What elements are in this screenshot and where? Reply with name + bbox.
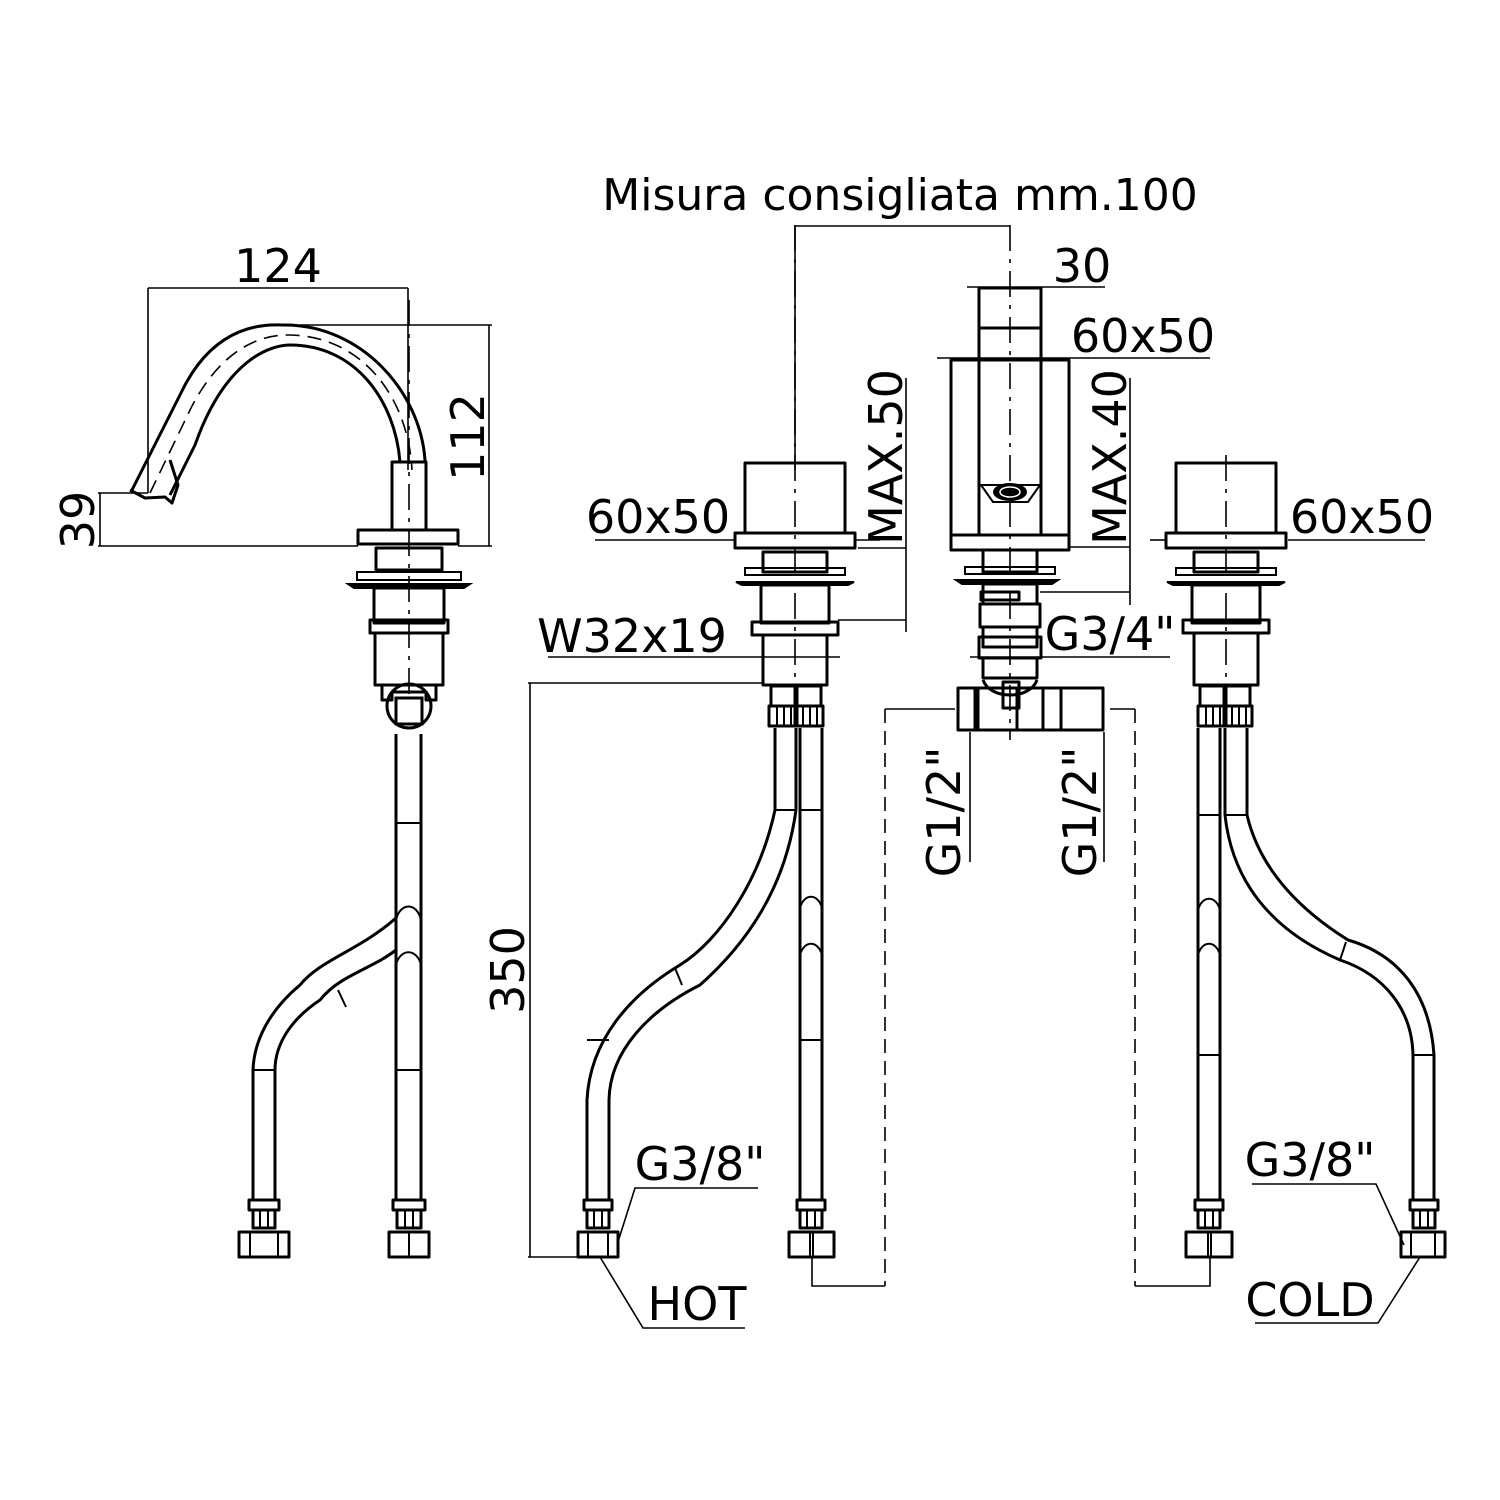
hot-hose-end-curved — [576, 1198, 620, 1259]
dim-line-recommended-spacing — [794, 225, 1010, 470]
hot-hose-thread: G3/8" — [635, 1137, 766, 1191]
hot-valve-view: 60x50 MAX.50 W32x19 350 G3/8" HOT — [481, 225, 913, 1331]
spout-hose-curved-inner — [273, 948, 397, 1200]
cold-hose-end-curved — [1399, 1198, 1447, 1259]
center-spout-width: 30 — [1053, 239, 1112, 293]
center-inlet-thread-right: G1/2" — [1053, 747, 1107, 878]
hot-hose-curved-outer — [585, 809, 777, 1200]
spout-hose-end-right — [387, 1198, 431, 1259]
hot-hose-straight — [798, 728, 824, 1200]
center-spout-view: 30 60x50 MAX.40 G3/4" G1/2" G1/2" — [794, 225, 1215, 1287]
hot-hose-curved-inner — [607, 809, 798, 1200]
center-base-size: 60x50 — [1071, 309, 1215, 363]
spout-tube-inner — [168, 343, 402, 496]
spout-hose-curved-outer — [251, 916, 397, 1200]
spout-hose-straight — [394, 734, 423, 1200]
dim-spout-height: 112 — [441, 393, 495, 481]
cold-handle-size: 60x50 — [1290, 490, 1434, 544]
center-inlet-thread-left: G1/2" — [917, 747, 971, 878]
spout-hose-connector — [394, 696, 424, 726]
spout-aerator-tip — [129, 459, 180, 505]
hot-hose-end-straight — [787, 1198, 836, 1259]
hot-nut-size: W32x19 — [537, 609, 727, 663]
cold-valve-view: 60x50 G3/8" COLD — [1150, 455, 1447, 1327]
hot-hose-length: 350 — [481, 926, 535, 1014]
recommended-spacing-title: Misura consigliata mm.100 — [602, 170, 1197, 221]
hot-side-label: HOT — [648, 1277, 748, 1331]
cold-side-label: COLD — [1245, 1273, 1374, 1327]
spout-base-plate — [356, 528, 460, 546]
cold-hose-curved-inner — [1245, 728, 1436, 1200]
spout-side-view: 124 112 39 — [51, 239, 495, 1259]
hot-max-thickness: MAX.50 — [859, 369, 913, 545]
spout-tube-axis — [149, 334, 413, 494]
cold-hose-curved-outer — [1223, 728, 1415, 1200]
spout-tube-outer — [130, 323, 427, 491]
cold-hose-end-straight — [1184, 1198, 1234, 1259]
dim-spout-reach: 124 — [234, 239, 322, 293]
center-max-thickness: MAX.40 — [1083, 369, 1137, 545]
center-t-fitting — [956, 679, 1105, 732]
hot-handle-size: 60x50 — [586, 490, 730, 544]
cold-hose-straight — [1196, 728, 1222, 1200]
center-body-thread: G3/4" — [1045, 607, 1176, 661]
cold-hose-thread: G3/8" — [1245, 1133, 1376, 1187]
spout-hose-end-left — [237, 1198, 291, 1259]
dim-outlet-height: 39 — [51, 491, 105, 550]
